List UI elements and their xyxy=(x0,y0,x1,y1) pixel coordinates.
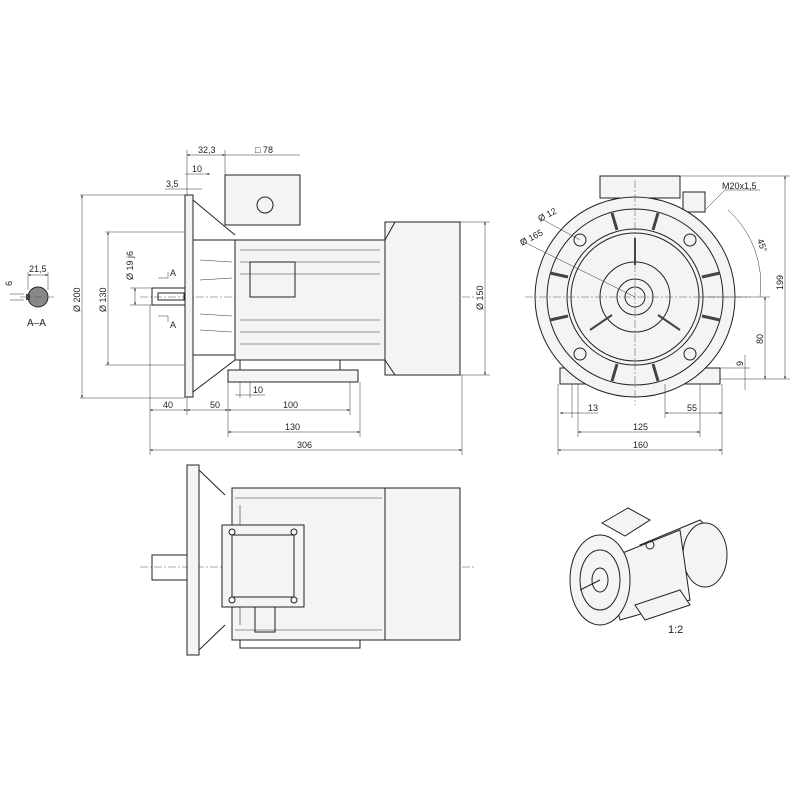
dim-55: 55 xyxy=(687,403,697,413)
section-mark-top: A xyxy=(170,268,176,278)
motor-body xyxy=(234,239,386,361)
key-width-label: 6 xyxy=(4,281,14,286)
dim-angle: 45° xyxy=(755,237,769,254)
dim-hole-dia: Ø 12 xyxy=(536,206,558,224)
fan-cover-top xyxy=(384,487,461,641)
dim-spigot: 3,5 xyxy=(166,179,179,189)
dim-130: 130 xyxy=(285,422,300,432)
flange-top xyxy=(186,464,200,656)
section-label: A–A xyxy=(27,318,46,329)
terminal-box-top xyxy=(221,524,305,608)
section-width-label: 21,5 xyxy=(29,264,47,274)
dim-flange-dia: Ø 200 xyxy=(72,287,82,312)
dim-flange-thickness: 10 xyxy=(192,164,202,174)
terminal-box-front xyxy=(599,175,681,199)
shaft-top xyxy=(151,554,188,581)
fan-cover xyxy=(384,221,461,376)
dim-13: 13 xyxy=(588,403,598,413)
flange xyxy=(184,194,194,398)
dim-shaft-dia: Ø 19 j6 xyxy=(125,251,135,280)
dim-shaft-length: 40 xyxy=(163,400,173,410)
cable-gland xyxy=(682,191,706,213)
dim-overall-length: 306 xyxy=(297,440,312,450)
dim-10: 10 xyxy=(253,385,263,395)
dim-100: 100 xyxy=(283,400,298,410)
dim-pcd: Ø 165 xyxy=(518,227,544,247)
dim-160: 160 xyxy=(633,440,648,450)
dim-body-dia: Ø 150 xyxy=(475,285,485,310)
dim-terminal-box: □ 78 xyxy=(255,145,273,155)
dim-cable-gland: M20x1,5 xyxy=(722,181,757,191)
scale-label: 1:2 xyxy=(668,624,683,636)
side-view: 32,3 □ 78 10 3,5 Ø 200 Ø 130 Ø 19 j6 A A… xyxy=(72,145,490,455)
front-view: Ø 12 Ø 165 M20x1,5 45° 199 80 9 13 55 12… xyxy=(518,175,790,455)
terminal-box xyxy=(224,174,301,226)
top-view xyxy=(140,464,475,656)
dim-terminal-offset: 32,3 xyxy=(198,145,216,155)
dim-50: 50 xyxy=(210,400,220,410)
dim-shaft-height: 80 xyxy=(755,334,765,344)
dim-spigot-dia: Ø 130 xyxy=(98,287,108,312)
section-a-a: 21,5 6 A–A xyxy=(4,264,54,329)
dim-height: 199 xyxy=(775,275,785,290)
shaft xyxy=(151,287,188,306)
section-mark-bottom: A xyxy=(170,320,176,330)
foot xyxy=(227,369,359,383)
dim-125: 125 xyxy=(633,422,648,432)
isometric-view: 1:2 xyxy=(569,507,728,636)
dim-foot-thickness: 9 xyxy=(735,361,745,366)
